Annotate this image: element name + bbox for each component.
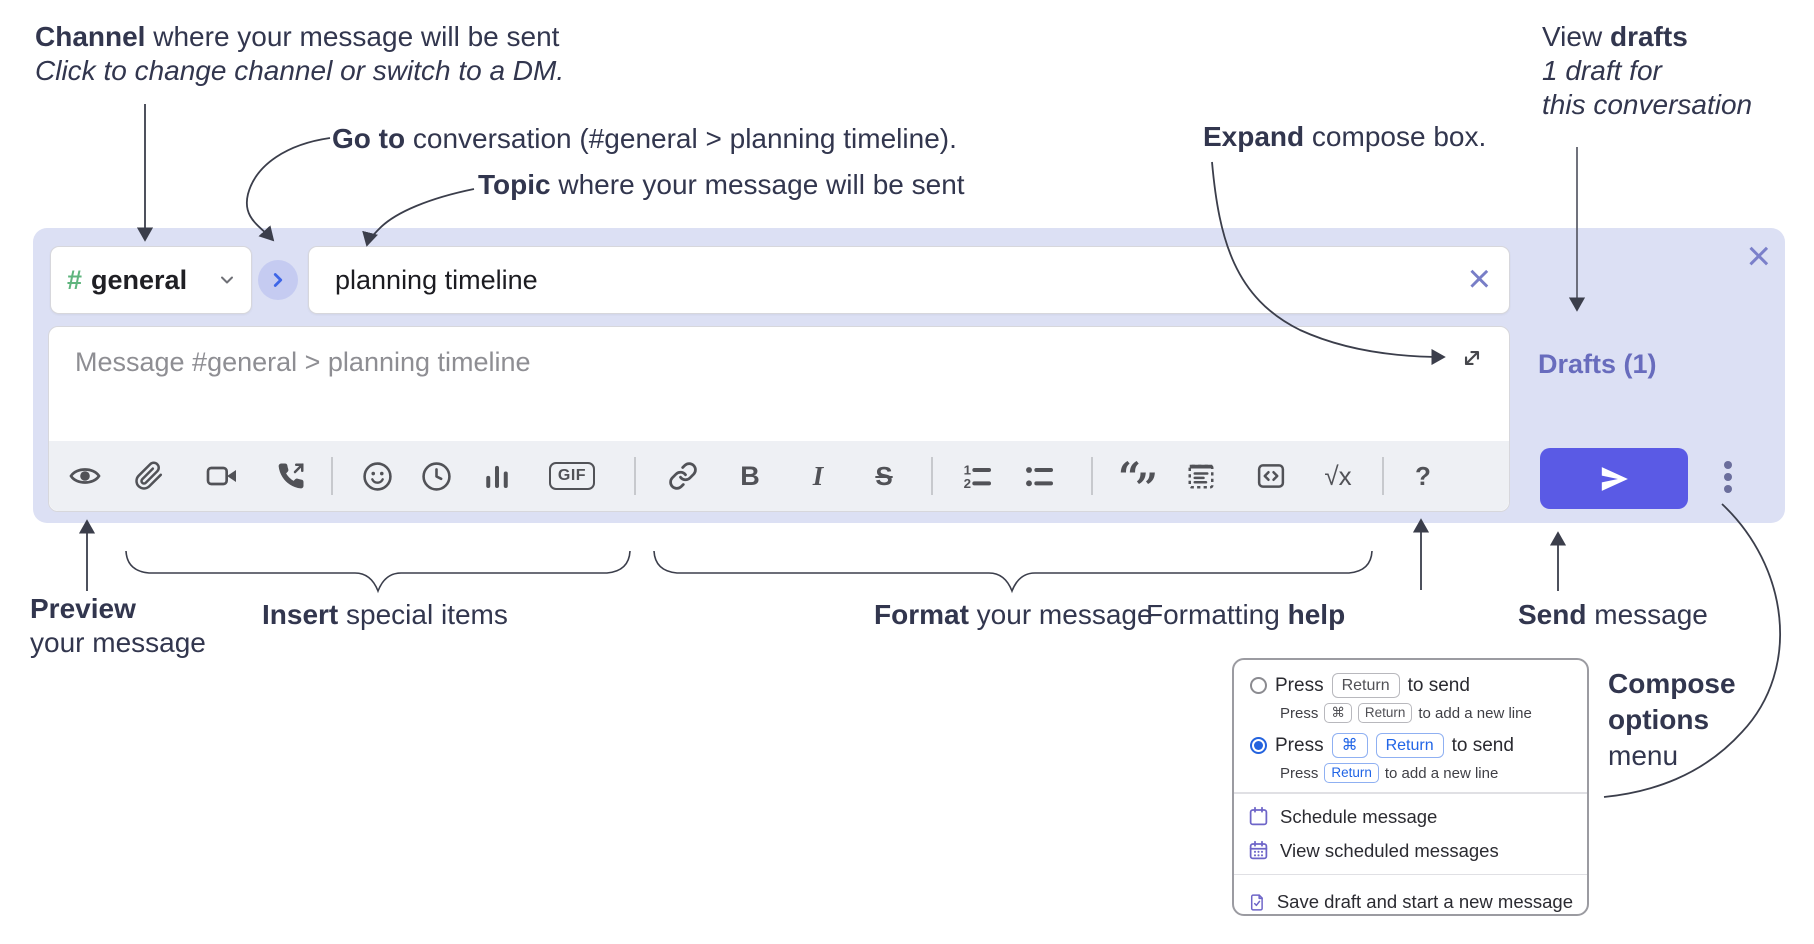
insert-annotation: Insert special items [262, 599, 508, 630]
toolbar-divider [931, 457, 933, 495]
drafts-link[interactable]: Drafts (1) [1538, 349, 1657, 379]
toolbar-divider [1382, 457, 1384, 495]
schedule-message-item[interactable]: Schedule message [1248, 800, 1573, 834]
clock-icon[interactable] [408, 448, 464, 504]
ol-number-1: 1 [964, 463, 972, 478]
compose-options-annotation: Compose options menu [1608, 668, 1736, 771]
view-drafts-line1: View drafts [1542, 21, 1688, 52]
return-key-chip: Return [1357, 703, 1413, 723]
preview-annotation: Preview your message [30, 593, 206, 658]
close-compose-icon[interactable]: × [1746, 232, 1771, 279]
attach-paperclip-icon[interactable] [121, 448, 177, 504]
channel-annotation-line1: Channel where your message will be sent [35, 21, 560, 52]
compose-options-menu: Press Return to send Press ⌘ Return to a… [1232, 658, 1589, 916]
quote-close: ” [1134, 465, 1158, 512]
channel-annotation: Channel where your message will be sent … [35, 20, 564, 88]
strikethrough-icon[interactable]: S [875, 460, 893, 491]
toolbar-divider [331, 457, 333, 495]
message-input[interactable] [49, 327, 1509, 439]
draft-note-icon [1250, 893, 1263, 911]
format-brace [653, 550, 1373, 594]
option2-subtext: Press Return to add a new line [1280, 763, 1499, 783]
quote-open: “ [1118, 454, 1142, 501]
option2-text2: to send [1451, 734, 1514, 756]
send-button[interactable] [1540, 448, 1688, 509]
channel-name: general [91, 264, 188, 295]
italic-icon[interactable]: I [812, 460, 824, 491]
bulleted-list-icon[interactable] [1011, 448, 1067, 504]
message-box: GIF B I S 12 “” [48, 326, 1510, 512]
return-key-chip: Return [1324, 763, 1379, 783]
goto-arrow [245, 137, 331, 242]
expand-compose-icon[interactable] [1459, 345, 1485, 371]
send-preference-options: Press Return to send Press ⌘ Return to a… [1234, 660, 1587, 792]
goto-conversation-button[interactable] [258, 260, 298, 300]
gif-icon[interactable]: GIF [544, 448, 600, 504]
option1-text: Press [1275, 674, 1324, 696]
calendar-grid-icon [1249, 840, 1268, 860]
chevron-right-icon [273, 273, 283, 287]
poll-bars-icon[interactable] [469, 448, 525, 504]
inline-code-icon[interactable] [1243, 448, 1299, 504]
topic-annotation: Topic where your message will be sent [478, 169, 965, 200]
topic-input[interactable] [309, 247, 1509, 313]
topic-input-box: × [308, 246, 1510, 314]
compose-box: # general × × [33, 228, 1785, 523]
channel-hash-icon: # [67, 264, 83, 295]
option1-subtext: Press ⌘ Return to add a new line [1280, 703, 1532, 723]
radio-unselected-icon[interactable] [1250, 677, 1267, 694]
ol-number-2: 2 [964, 476, 971, 491]
menu-divider [1234, 792, 1587, 794]
save-draft-item[interactable]: Save draft and start a new message [1248, 881, 1573, 914]
formatting-help-annotation: Formatting help [1146, 599, 1346, 630]
send-annotation: Send message [1518, 599, 1708, 630]
option-return-to-send[interactable]: Press Return to send [1250, 673, 1571, 698]
calendar-icon [1249, 806, 1268, 826]
blockquote-icon[interactable]: “” [1110, 448, 1166, 511]
code-block-icon[interactable] [1173, 448, 1229, 504]
view-drafts-line3: this conversation [1542, 89, 1753, 120]
preview-eye-icon[interactable] [57, 448, 113, 504]
option-cmd-return-to-send[interactable]: Press ⌘ Return to send [1250, 733, 1571, 758]
compose-options-menu-icon[interactable] [1713, 461, 1743, 495]
send-paper-plane-icon [1601, 466, 1628, 491]
option1-text2: to send [1407, 674, 1470, 696]
video-clip-icon[interactable] [194, 448, 250, 504]
emoji-smiley-icon[interactable] [349, 448, 405, 504]
formatting-help-icon[interactable]: ? [1415, 460, 1431, 491]
bold-icon[interactable]: B [740, 460, 760, 491]
channel-annotation-line2: Click to change channel or switch to a D… [35, 55, 565, 86]
menu-divider [1234, 873, 1587, 875]
gif-label: GIF [548, 462, 596, 490]
format-annotation: Format your message [874, 599, 1153, 630]
return-key-chip: Return [1375, 733, 1444, 758]
formula-icon[interactable]: √x [1324, 460, 1352, 491]
option2-text: Press [1275, 734, 1324, 756]
clear-topic-icon[interactable]: × [1467, 257, 1491, 301]
return-key-chip: Return [1331, 673, 1400, 698]
toolbar-divider [634, 457, 636, 495]
audio-call-icon[interactable] [263, 448, 319, 504]
chevron-down-icon [221, 276, 233, 284]
view-drafts-line2: 1 draft for [1542, 55, 1662, 86]
radio-selected-icon[interactable] [1250, 737, 1267, 754]
cmd-key-chip: ⌘ [1324, 703, 1352, 723]
cmd-key-chip: ⌘ [1331, 733, 1368, 758]
toolbar-divider [1091, 457, 1093, 495]
channel-selector[interactable]: # general [50, 246, 252, 314]
view-drafts-annotation: View drafts 1 draft for this conversatio… [1542, 20, 1752, 122]
view-scheduled-messages-item[interactable]: View scheduled messages [1248, 834, 1573, 868]
goto-annotation: Go to conversation (#general > planning … [332, 123, 957, 154]
expand-annotation: Expand compose box. [1203, 121, 1487, 152]
link-icon[interactable] [655, 448, 711, 504]
insert-brace [125, 550, 631, 594]
